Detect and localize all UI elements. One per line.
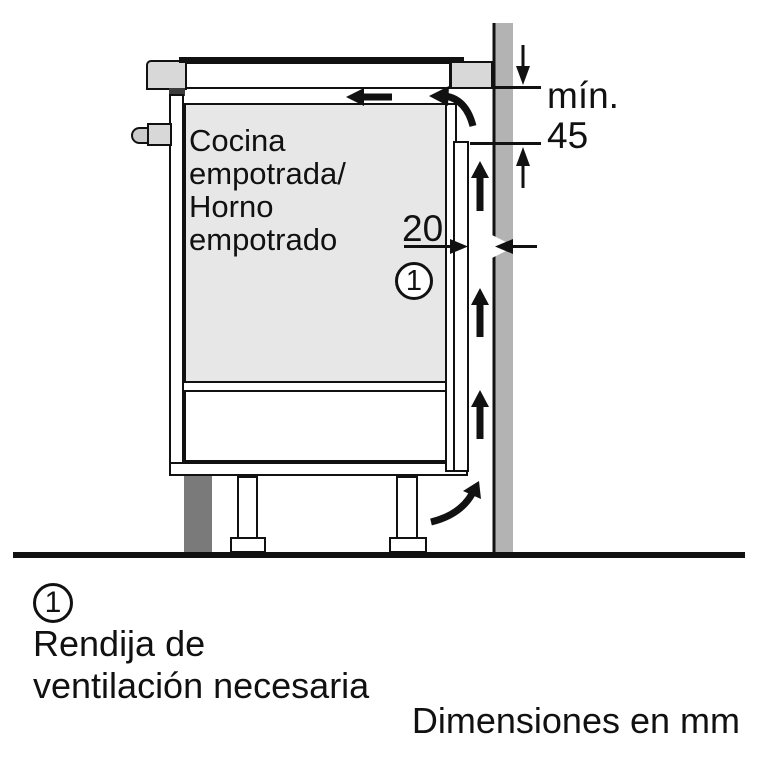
vent-channel (453, 141, 469, 472)
cabinet-top-connector (169, 88, 185, 96)
back-leg-foot (389, 537, 427, 553)
cooktop-glass-strip (179, 57, 464, 63)
airflow-up-arrow-1 (471, 161, 489, 211)
dimension-arrow-down-icon (516, 45, 530, 85)
front-leg-foot (230, 537, 266, 553)
cooktop-body (185, 62, 451, 89)
min-clearance-label: mín. 45 (547, 75, 619, 156)
units-note: Dimensiones en mm (411, 700, 740, 741)
cabinet-bottom-board (169, 462, 468, 476)
legend-callout-number: 1 (44, 586, 62, 619)
cabinet-side-panel (169, 94, 184, 476)
back-leg-stem (396, 476, 418, 539)
worktop-right-trim (450, 61, 493, 89)
legend-callout-badge: 1 (33, 583, 73, 623)
floor-line (13, 552, 745, 558)
dimension-arrow-up-icon (516, 147, 530, 188)
airflow-up-arrow-2 (471, 288, 489, 337)
callout-1-number: 1 (405, 264, 423, 297)
legend-description: Rendija de ventilación necesaria (33, 623, 370, 706)
airflow-curve-bottom-arrow (430, 481, 481, 526)
front-leg-stem (237, 476, 258, 539)
callout-1-badge: 1 (395, 262, 433, 300)
gap-width-label: 20 (402, 208, 444, 249)
airflow-up-arrow-3 (471, 390, 489, 439)
worktop-left-trim (146, 60, 187, 90)
plinth (184, 476, 212, 552)
drawer-front (184, 390, 447, 462)
appliance-label: Cocina empotrada/ Horno empotrado (189, 123, 346, 257)
oven-handle-mount (147, 123, 172, 146)
oven-box (184, 103, 447, 383)
wall (495, 23, 513, 552)
